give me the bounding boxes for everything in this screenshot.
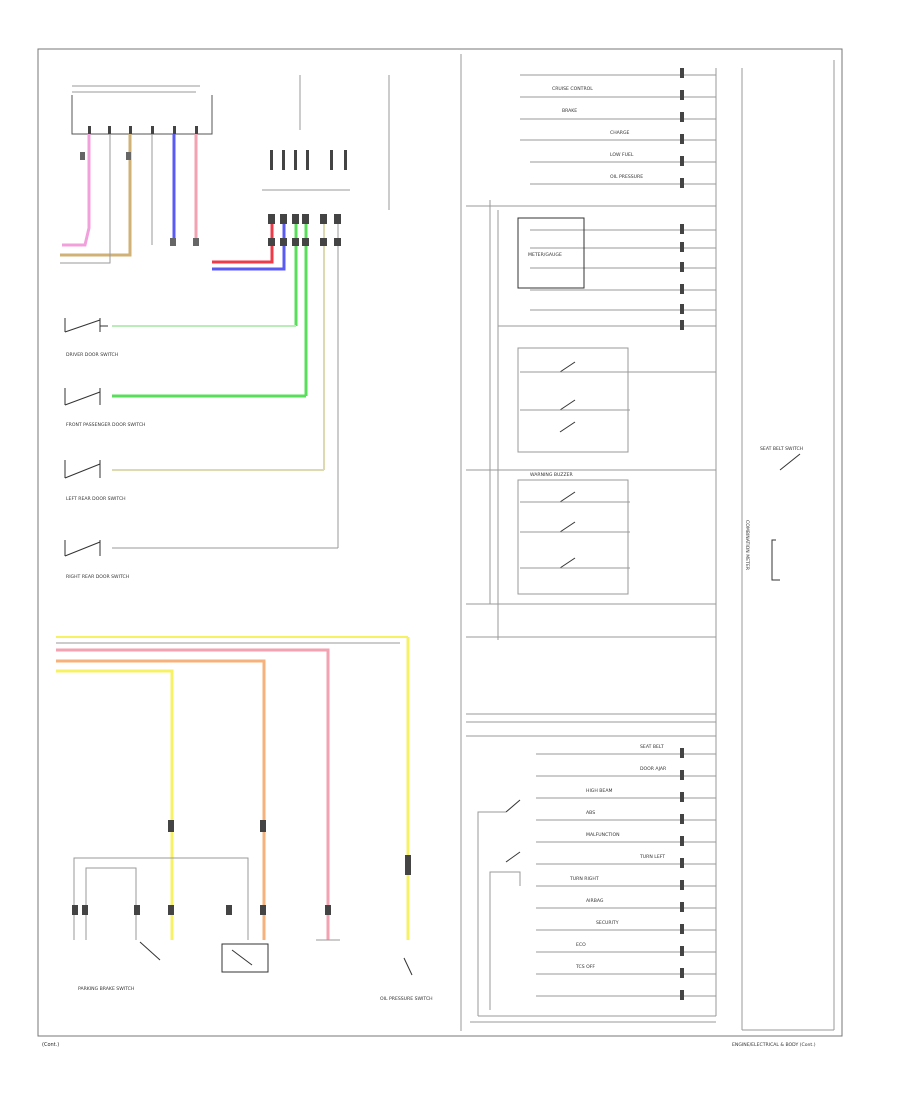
lower-right-branch xyxy=(477,799,521,1016)
meter-gauge-label: METER/GAUGE xyxy=(528,252,562,258)
lamp-label-2: CHARGE xyxy=(610,130,630,136)
footer-left: (Cont.) xyxy=(42,1042,59,1048)
lamp-label-14: ECO xyxy=(576,942,586,948)
driver-door-switch-label: DRIVER DOOR SWITCH xyxy=(66,352,118,358)
far-right-relay: SEAT BELT SWITCH COMBINATION METER xyxy=(744,446,803,581)
meter-gauge-box xyxy=(517,217,585,289)
front-passenger-door-switch: FRONT PASSENGER DOOR SWITCH xyxy=(64,388,306,428)
lamp-label-5: SEAT BELT xyxy=(640,744,664,750)
center-top-connector xyxy=(262,75,390,210)
left-rear-door-switch-label: LEFT REAR DOOR SWITCH xyxy=(66,496,126,502)
indicator-module-box xyxy=(517,347,629,453)
oil-pressure-switch xyxy=(403,957,413,976)
warning-buzzer-label: WARNING BUZZER xyxy=(530,472,574,478)
lamp-label-11: TURN RIGHT xyxy=(569,876,599,882)
parking-brake-label: PARKING BRAKE SWITCH xyxy=(78,986,134,992)
lamp-label-8: ABS xyxy=(586,810,595,816)
front-passenger-door-switch-label: FRONT PASSENGER DOOR SWITCH xyxy=(66,422,146,428)
bottom-left-harness xyxy=(56,636,410,940)
right-bus-lines xyxy=(466,60,835,1031)
module-switches xyxy=(520,361,716,569)
driver-door-switch: DRIVER DOOR SWITCH xyxy=(64,318,296,358)
bottom-left-components: PARKING BRAKE SWITCH OIL PRESSURE SWITCH xyxy=(72,820,433,1002)
seat-belt-label: SEAT BELT SWITCH xyxy=(760,446,803,452)
lamp-label-10: TURN LEFT xyxy=(639,854,665,860)
lamp-label-15: TCS OFF xyxy=(575,964,595,970)
lamp-label-13: SECURITY xyxy=(596,920,619,926)
lamp-label-7: HIGH BEAM xyxy=(586,788,612,794)
combination-meter-label: COMBINATION METER xyxy=(744,520,750,571)
right-rear-door-switch: RIGHT REAR DOOR SWITCH xyxy=(64,540,338,580)
center-wires xyxy=(212,214,341,548)
top-lamp-rows: CRUISE CONTROL BRAKE CHARGE LOW FUEL OIL… xyxy=(520,68,716,330)
sensor-box xyxy=(221,943,269,973)
oil-pressure-label: OIL PRESSURE SWITCH xyxy=(380,996,433,1002)
lamp-label-3: LOW FUEL xyxy=(610,152,634,158)
right-rear-door-switch-label: RIGHT REAR DOOR SWITCH xyxy=(66,574,129,580)
lower-lamp-rows: SEAT BELT DOOR AJAR HIGH BEAM ABS MALFUN… xyxy=(536,744,716,1000)
top-left-connector xyxy=(71,85,213,135)
left-rear-door-switch: LEFT REAR DOOR SWITCH xyxy=(64,460,324,502)
diagram-frame xyxy=(37,48,843,1037)
footer-right: ENGINE/ELECTRICAL & BODY (Cont.) xyxy=(732,1042,816,1048)
lamp-label-4: OIL PRESSURE xyxy=(610,174,643,180)
lamp-label-6: DOOR AJAR xyxy=(640,766,667,772)
lamp-label-1: BRAKE xyxy=(562,108,577,114)
warning-module-box xyxy=(517,479,629,595)
lamp-label-12: AIRBAG xyxy=(586,898,604,904)
lamp-label-9: MALFUNCTION xyxy=(586,832,620,838)
top-left-wires xyxy=(60,134,199,264)
lamp-label-0: CRUISE CONTROL xyxy=(552,86,593,92)
